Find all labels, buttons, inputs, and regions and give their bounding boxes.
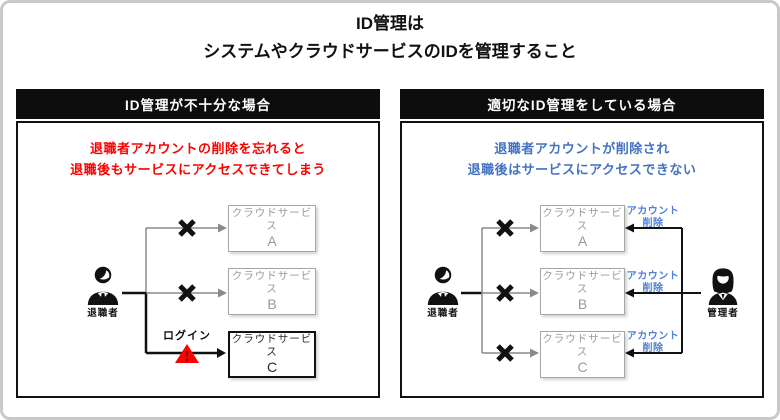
admin-person: 管理者	[701, 265, 745, 319]
title-line2: システムやクラウドサービスのIDを管理すること	[203, 42, 577, 62]
safe-message: 退職者アカウントが削除され 退職後はサービスにアクセスできない	[402, 139, 762, 181]
warning-message-line1: 退職者アカウントの削除を忘れると	[89, 141, 306, 156]
retiree-label: 退職者	[427, 308, 459, 319]
login-label: ログイン	[163, 330, 211, 342]
cloud-service-a: クラウドサービス A	[540, 205, 625, 252]
blocked-x-icon	[496, 344, 514, 362]
blocked-x-icon	[496, 219, 514, 237]
panel-proper-header: 適切なID管理をしている場合	[400, 89, 764, 119]
account-delete-label: アカウント 削除	[626, 331, 680, 354]
safe-message-line1: 退職者アカウントが削除され	[494, 141, 670, 156]
panel-insufficient-body: 退職者アカウントの削除を忘れると 退職後もサービスにアクセスできてしまう	[16, 121, 380, 398]
cloud-service-c: クラウドサービス C	[540, 331, 625, 378]
page-title: ID管理は システムやクラウドサービスのIDを管理すること	[3, 10, 777, 66]
retiree-person: 退職者	[81, 265, 125, 319]
panel-proper: 適切なID管理をしている場合 退職者アカウントが削除され 退職後はサービスにアク…	[400, 89, 764, 398]
safe-message-line2: 退職後はサービスにアクセスできない	[467, 161, 697, 177]
blocked-x-icon	[496, 284, 514, 302]
retiree-icon	[87, 266, 119, 305]
account-delete-label: アカウント 削除	[626, 206, 680, 229]
account-delete-label: アカウント 削除	[626, 271, 680, 294]
admin-label: 管理者	[707, 308, 739, 319]
retiree-icon	[427, 266, 459, 305]
admin-icon	[708, 268, 738, 305]
title-line1: ID管理は	[356, 14, 424, 33]
right-connector-lines	[461, 219, 701, 362]
cloud-service-b: クラウドサービス B	[540, 268, 625, 315]
cloud-service-a: クラウドサービス A	[228, 205, 316, 252]
blocked-x-icon	[178, 219, 196, 237]
warning-triangle-icon	[175, 344, 199, 363]
panel-insufficient-header: ID管理が不十分な場合	[16, 89, 380, 119]
panel-insufficient: ID管理が不十分な場合 退職者アカウントの削除を忘れると 退職後もサービスにアク…	[16, 89, 380, 398]
retiree-person: 退職者	[421, 265, 465, 319]
retiree-label: 退職者	[87, 308, 119, 319]
left-connector-lines	[122, 219, 227, 363]
cloud-service-b: クラウドサービス B	[228, 268, 316, 315]
warning-message: 退職者アカウントの削除を忘れると 退職後もサービスにアクセスできてしまう	[18, 139, 378, 181]
blocked-x-icon	[178, 284, 196, 302]
warning-message-line2: 退職後もサービスにアクセスできてしまう	[70, 161, 326, 177]
panel-proper-body: 退職者アカウントが削除され 退職後はサービスにアクセスできない	[400, 121, 764, 398]
cloud-service-c: クラウドサービス C	[228, 331, 316, 378]
